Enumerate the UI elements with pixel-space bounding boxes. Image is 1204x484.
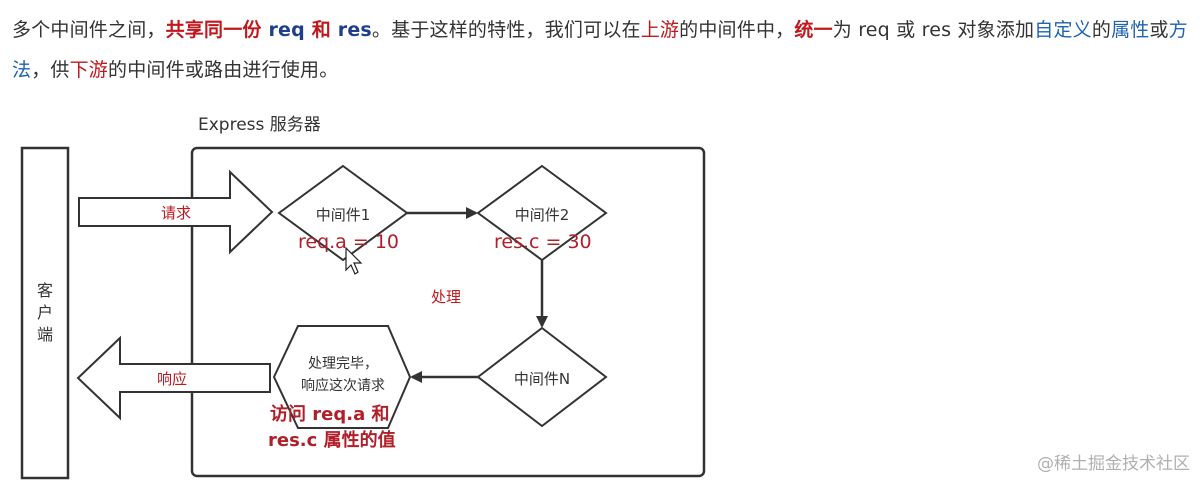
intro-segment: res: [337, 19, 372, 41]
intro-segment: 属性: [1111, 19, 1150, 41]
intro-segment: ，供: [31, 59, 70, 81]
middleware1-diamond: [277, 164, 409, 262]
intro-segment: 方法: [12, 19, 1188, 81]
client-label-1: 客: [37, 281, 53, 300]
express-server-box: [190, 146, 706, 478]
intro-segment: 下游: [69, 59, 109, 81]
middleware2-label: 中间件2: [515, 206, 570, 224]
annotation-access-line1: 访问 req.a 和: [270, 403, 390, 425]
response-arrow: [76, 335, 271, 421]
middleware1-label: 中间件1: [316, 206, 371, 224]
response-label: 响应: [157, 370, 187, 388]
annotation-access-line2: res.c 属性的值: [268, 429, 396, 451]
mouse-cursor-icon: [345, 246, 363, 275]
request-arrow: [78, 169, 274, 255]
intro-segment: req: [268, 19, 305, 41]
intro-segment: 上游: [640, 19, 680, 41]
intro-segment: 和: [304, 19, 338, 41]
client-box: [20, 146, 70, 480]
done-line2: 响应这次请求: [301, 377, 385, 394]
intro-segment: 自定义: [1034, 19, 1092, 41]
intro-segment: 的: [1091, 19, 1112, 41]
request-label: 请求: [161, 204, 191, 222]
annotation-res-c: res.c = 30: [494, 231, 592, 253]
intro-segment: 共享同一份: [165, 19, 269, 41]
client-label-2: 户: [37, 303, 53, 322]
intro-segment: 。基于这样的特性，我们可以在: [371, 19, 641, 41]
done-line1: 处理完毕，: [308, 356, 378, 372]
middleware-flow-diagram: Express 服务器 客 户 端 请求 响应 中间件1 中间件2 中间件N 处…: [20, 115, 706, 480]
intro-segment: 统一: [794, 19, 833, 41]
intro-segment: 为 req 或 res 对象添加: [832, 19, 1035, 41]
client-label-3: 端: [37, 325, 53, 344]
process-label: 处理: [431, 288, 461, 306]
intro-segment: 的中间件或路由进行使用。: [108, 59, 339, 81]
intro-segment: 或: [1149, 19, 1169, 41]
done-hexagon: [272, 325, 412, 429]
middlewareN-diamond: [476, 326, 608, 428]
middlewareN-label: 中间件N: [514, 370, 570, 388]
intro-paragraph: 多个中间件之间，共享同一份 req 和 res。基于这样的特性，我们可以在上游的…: [12, 10, 1192, 90]
watermark: @稀土掘金技术社区: [1037, 454, 1190, 474]
annotation-req-a: req.a = 10: [298, 231, 399, 253]
server-title: Express 服务器: [198, 115, 321, 135]
intro-segment: 多个中间件之间，: [12, 19, 166, 41]
intro-segment: 的中间件中，: [679, 19, 795, 41]
